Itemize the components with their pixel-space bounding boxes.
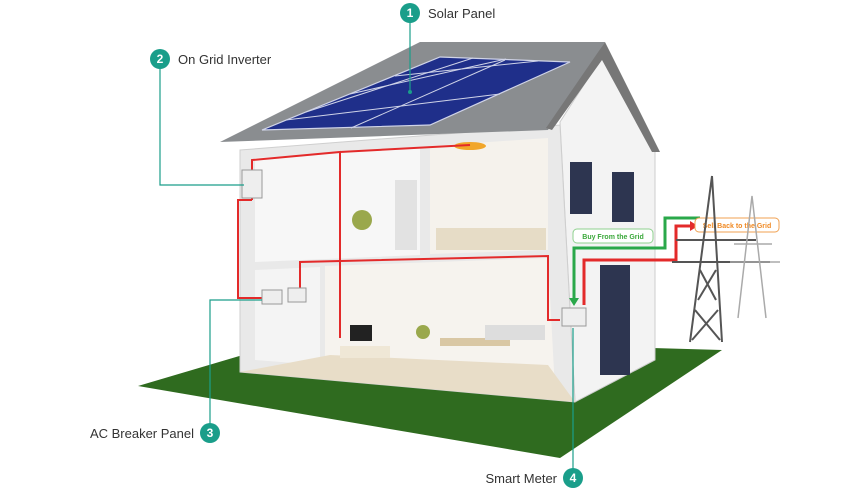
callout-label: AC Breaker Panel [90, 426, 194, 441]
glass-door [600, 265, 630, 375]
tv [350, 325, 372, 341]
callout-line-3 [209, 299, 262, 424]
kitchen-counter [485, 325, 545, 340]
roof-gable-edge [546, 42, 660, 152]
smart-meter [561, 307, 587, 327]
breaker-panel [287, 287, 307, 303]
bed [436, 228, 546, 250]
door [395, 180, 417, 250]
sell-to-grid-arrow [582, 224, 692, 305]
callout-1: 1 Solar Panel [400, 3, 495, 23]
room-upper-right [430, 138, 548, 254]
buy-tag: Buy From the Grid [582, 234, 643, 241]
plant-lower [416, 325, 430, 339]
svg-text:3: 3 [207, 426, 214, 440]
room-upper-left [255, 148, 420, 262]
room-lower-left [255, 267, 320, 365]
buy-arrowhead [569, 298, 579, 306]
window [612, 172, 634, 222]
svg-text:4: 4 [570, 471, 577, 485]
transmission-tower-icon [730, 195, 780, 319]
dining-table [440, 338, 510, 346]
sell-tag: Sell Back to the Grid [703, 223, 771, 230]
callout-label: Smart Meter [485, 471, 557, 486]
callout-line-2 [159, 68, 244, 186]
window [570, 162, 592, 214]
callout-2: 2 On Grid Inverter [150, 49, 272, 69]
breaker-panel [261, 289, 283, 305]
callout-dot [408, 90, 412, 94]
tv-stand [340, 346, 390, 358]
callout-3: 3 AC Breaker Panel [90, 423, 220, 443]
callout-label: Solar Panel [428, 6, 495, 21]
floor-lower [240, 355, 575, 402]
svg-text:2: 2 [157, 52, 164, 66]
buy-from-grid-arrow [572, 216, 700, 300]
buy-tag-box [572, 228, 654, 244]
svg-text:1: 1 [407, 6, 414, 20]
callout-label: On Grid Inverter [178, 52, 272, 67]
plant-upper [352, 210, 372, 230]
sell-arrowhead [690, 221, 698, 231]
transmission-tower-icon [672, 175, 770, 343]
callout-4: 4 Smart Meter [485, 468, 583, 488]
solar-panel-array [261, 56, 571, 131]
inverter [241, 169, 263, 199]
